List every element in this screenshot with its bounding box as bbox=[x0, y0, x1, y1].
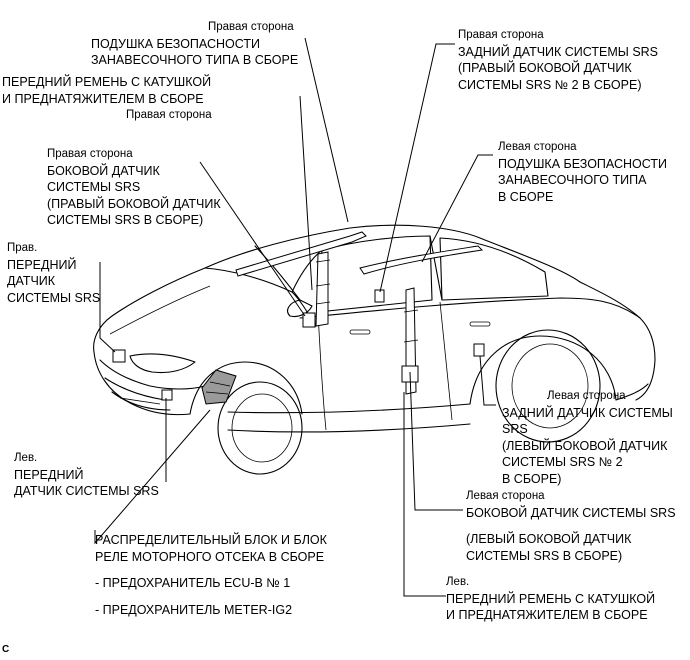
label-rear-sensor-right: Правая сторона ЗАДНИЙ ДАТЧИК СИСТЕМЫ SRS… bbox=[458, 27, 658, 93]
label-side: Правая сторона bbox=[126, 109, 212, 121]
label-line: ПЕРЕДНИЙ РЕМЕНЬ С КАТУШКОЙ bbox=[446, 591, 656, 606]
label-side-sensor-right: Правая сторона БОКОВОЙ ДАТЧИК СИСТЕМЫ SR… bbox=[47, 146, 221, 229]
label-side: Правая сторона bbox=[208, 21, 294, 33]
rear-sensor-right bbox=[374, 289, 385, 303]
label-curtain-left: Левая сторона ПОДУШКА БЕЗОПАСНОСТИ ЗАНАВ… bbox=[498, 139, 667, 205]
label-line: СИСТЕМЫ SRS bbox=[47, 180, 141, 194]
label-line: ПЕРЕДНИЙ bbox=[7, 257, 77, 272]
curtain-airbag-right bbox=[235, 231, 367, 277]
label-line: СИСТЕМЫ SRS bbox=[7, 290, 101, 305]
figure-code: C bbox=[2, 644, 10, 655]
label-line bbox=[95, 565, 327, 575]
label-line: ПОДУШКА БЕЗОПАСНОСТИ bbox=[498, 156, 667, 171]
label-side-sensor-left: Левая сторона БОКОВОЙ ДАТЧИК СИСТЕМЫ SRS… bbox=[466, 488, 676, 564]
label-front-sensor-left: Лев. ПЕРЕДНИЙ ДАТЧИК СИСТЕМЫ SRS bbox=[14, 450, 159, 500]
label-line bbox=[95, 592, 327, 602]
label-curtain-right: Правая сторона ПОДУШКА БЕЗОПАСНОСТИ ЗАНА… bbox=[91, 18, 298, 69]
label-side: Левая сторона bbox=[547, 390, 626, 402]
car-body-outline bbox=[93, 224, 656, 475]
front-sensor-left bbox=[161, 389, 173, 401]
label-relay-block: РАСПРЕДЕЛИТЕЛЬНЫЙ БЛОК И БЛОК РЕЛЕ МОТОР… bbox=[95, 532, 327, 618]
label-side: Левая сторона bbox=[466, 490, 545, 502]
label-line: РЕЛЕ МОТОРНОГО ОТСЕКА В СБОРЕ bbox=[95, 549, 325, 564]
label-line: ПЕРЕДНИЙ bbox=[14, 467, 84, 482]
label-line: (ЛЕВЫЙ БОКОВОЙ ДАТЧИК bbox=[502, 438, 668, 453]
label-line: СИСТЕМЫ SRS В СБОРЕ) bbox=[466, 548, 623, 563]
label-line: SRS bbox=[502, 422, 528, 436]
front-sensor-right bbox=[112, 349, 126, 363]
label-line: РАСПРЕДЕЛИТЕЛЬНЫЙ БЛОК И БЛОК bbox=[95, 533, 327, 547]
label-line: В СБОРЕ bbox=[498, 189, 554, 204]
label-side: Прав. bbox=[7, 242, 38, 254]
label-rear-sensor-left: Левая сторона ЗАДНИЙ ДАТЧИК СИСТЕМЫ SRS … bbox=[502, 388, 673, 487]
label-line: СИСТЕМЫ SRS В СБОРЕ) bbox=[47, 213, 204, 227]
label-line: - ПРЕДОХРАНИТЕЛЬ METER-IG2 bbox=[95, 602, 293, 617]
label-line: (ЛЕВЫЙ БОКОВОЙ ДАТЧИК bbox=[466, 532, 632, 546]
label-line bbox=[466, 521, 676, 531]
leader-lines bbox=[94, 37, 496, 597]
label-front-belt-left: Лев. ПЕРЕДНИЙ РЕМЕНЬ С КАТУШКОЙ И ПРЕДНА… bbox=[446, 574, 655, 624]
label-line: ДАТЧИК СИСТЕМЫ SRS bbox=[14, 484, 159, 498]
label-side: Лев. bbox=[446, 576, 470, 588]
front-belt-right bbox=[315, 251, 329, 327]
label-line: ПЕРЕДНИЙ РЕМЕНЬ С КАТУШКОЙ bbox=[2, 75, 212, 89]
label-line: СИСТЕМЫ SRS № 2 bbox=[502, 455, 623, 469]
relay-block bbox=[201, 369, 237, 405]
label-side: Правая сторона bbox=[47, 148, 133, 160]
label-line: - ПРЕДОХРАНИТЕЛЬ ECU-B № 1 bbox=[95, 576, 291, 590]
label-line: ПОДУШКА БЕЗОПАСНОСТИ bbox=[91, 36, 260, 51]
label-line: БОКОВОЙ ДАТЧИК bbox=[47, 163, 160, 178]
label-line: И ПРЕДНАТЯЖИТЕЛЕМ В СБОРЕ bbox=[446, 608, 648, 622]
label-line: СИСТЕМЫ SRS № 2 В СБОРЕ) bbox=[458, 77, 642, 92]
label-line: (ПРАВЫЙ БОКОВОЙ ДАТЧИК bbox=[47, 196, 221, 211]
label-line: ЗАДНИЙ ДАТЧИК СИСТЕМЫ SRS bbox=[458, 44, 659, 59]
rear-sensor-left bbox=[473, 343, 485, 357]
label-line: ЗАНАВЕСОЧНОГО ТИПА В СБОРЕ bbox=[91, 53, 299, 67]
label-line: ЗАНАВЕСОЧНОГО ТИПА bbox=[498, 173, 647, 187]
label-side: Правая сторона bbox=[458, 29, 544, 41]
label-line: ЗАДНИЙ ДАТЧИК СИСТЕМЫ bbox=[502, 405, 673, 420]
label-side: Лев. bbox=[14, 452, 38, 464]
label-side: Левая сторона bbox=[498, 141, 577, 153]
label-line: (ПРАВЫЙ БОКОВОЙ ДАТЧИК bbox=[458, 61, 632, 75]
label-front-sensor-right: Прав. ПЕРЕДНИЙ ДАТЧИК СИСТЕМЫ SRS bbox=[7, 240, 100, 306]
label-line: БОКОВОЙ ДАТЧИК СИСТЕМЫ SRS bbox=[466, 505, 676, 520]
label-line: ДАТЧИК bbox=[7, 274, 56, 288]
label-line: И ПРЕДНАТЯЖИТЕЛЕМ В СБОРЕ bbox=[2, 91, 204, 106]
curtain-airbag-left bbox=[359, 245, 484, 275]
side-sensor-right bbox=[302, 312, 316, 328]
label-line: В СБОРЕ) bbox=[502, 471, 562, 486]
label-front-belt-right: ПЕРЕДНИЙ РЕМЕНЬ С КАТУШКОЙ И ПРЕДНАТЯЖИТ… bbox=[2, 74, 212, 124]
